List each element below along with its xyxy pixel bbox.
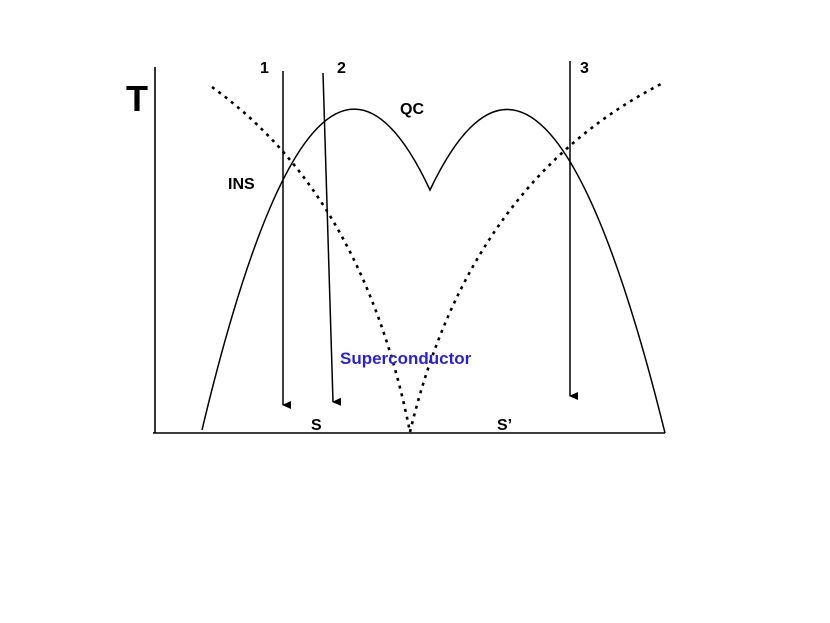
superconducting-dome [201, 108, 666, 434]
qc-region-label: QC [400, 101, 424, 118]
dashed-crossover-right [408, 80, 666, 433]
s-prime-label: S’ [497, 417, 512, 434]
arrow-3-label: 3 [580, 60, 589, 77]
ins-region-label: INS [228, 176, 255, 193]
y-axis-label: T [126, 78, 148, 119]
s-label: S [311, 417, 322, 434]
arrow-1-label: 1 [260, 60, 269, 77]
dashed-crossover-left [211, 85, 412, 433]
superconductor-label: Superconductor [340, 349, 472, 368]
arrow-2-label: 2 [337, 60, 346, 77]
arrow-2 [322, 72, 342, 406]
